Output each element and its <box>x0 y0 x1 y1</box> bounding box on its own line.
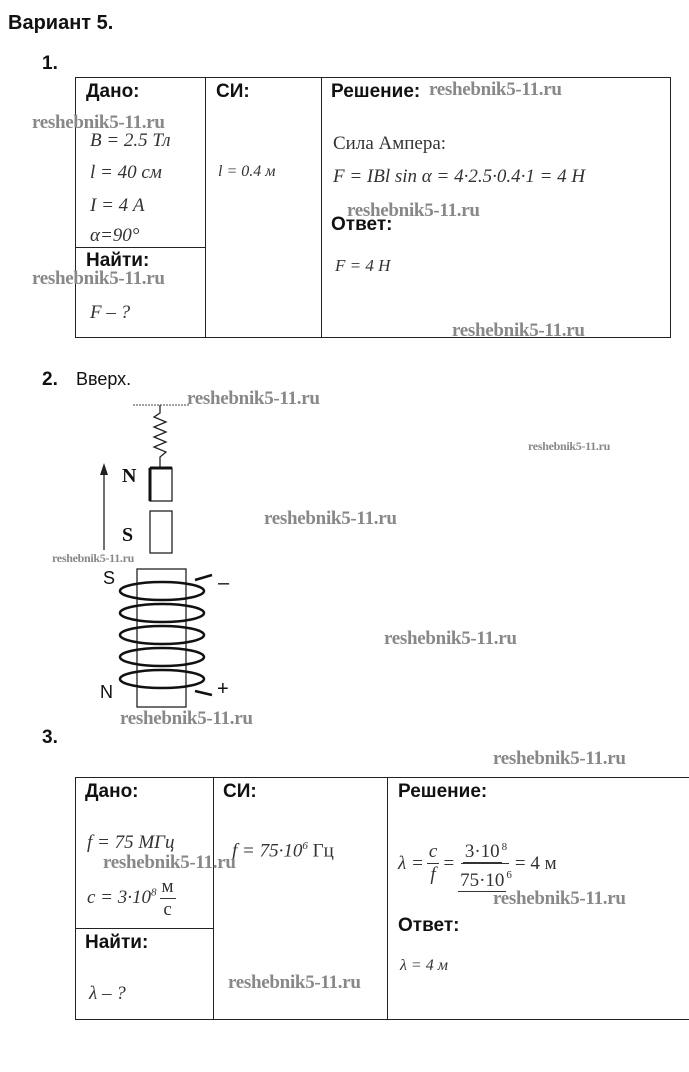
find-header: Найти: <box>85 932 149 953</box>
si-header: СИ: <box>216 81 250 102</box>
watermark: reshebnik5-11.ru <box>429 79 562 100</box>
answer-header: Ответ: <box>331 214 393 235</box>
answer-value: F = 4 Н <box>335 256 391 275</box>
find-value: λ – ? <box>89 983 126 1004</box>
solution-header: Решение: <box>331 81 421 102</box>
magnet-s-label: S <box>122 524 134 546</box>
si-unit: Гц <box>307 840 334 862</box>
magnet-south <box>149 510 173 554</box>
coil-windings <box>118 573 213 697</box>
numerator-base: 3·10 <box>462 841 502 864</box>
variant-title: Вариант 5. <box>8 12 114 34</box>
task-number: 3. <box>42 727 58 748</box>
exponent: 6 <box>506 869 512 882</box>
given-value: l = 40 см <box>90 162 162 183</box>
exponent: 8 <box>501 841 508 853</box>
answer-header: Ответ: <box>398 915 460 936</box>
si-value: l = 0.4 м <box>218 163 276 180</box>
watermark: reshebnik5-11.ru <box>228 972 361 993</box>
denominator-base: 75·10 <box>458 869 507 892</box>
watermark: reshebnik5-11.ru <box>493 888 626 909</box>
answer-text: Вверх. <box>76 369 132 389</box>
exponent: 6 <box>302 840 308 852</box>
unit-numerator: м <box>159 876 176 899</box>
si-value: f = 75·106 Гц <box>232 840 334 862</box>
formula-result: = 4 м <box>514 852 557 874</box>
magnet-north <box>149 467 173 502</box>
plus-terminal: + <box>217 678 229 700</box>
task-number: 1. <box>42 53 58 74</box>
task1-table <box>75 77 671 338</box>
spring-icon <box>152 405 168 467</box>
watermark: reshebnik5-11.ru <box>493 748 626 769</box>
watermark: reshebnik5-11.ru <box>384 628 517 649</box>
answer-value: λ = 4 м <box>400 957 448 974</box>
unit-denominator: с <box>163 899 172 920</box>
solution-formula: F = IBl sin α = 4·2.5·0.4·1 = 4 Н <box>333 166 586 187</box>
given-value: α=90° <box>90 225 140 246</box>
equals: = <box>442 852 456 874</box>
minus-terminal: – <box>218 572 230 594</box>
task3-table <box>75 777 689 1020</box>
watermark: reshebnik5-11.ru <box>528 439 610 453</box>
watermark: reshebnik5-11.ru <box>52 551 134 565</box>
watermark: reshebnik5-11.ru <box>120 708 253 729</box>
watermark: reshebnik5-11.ru <box>32 268 165 289</box>
exponent: 8 <box>151 886 157 899</box>
task-number: 2. <box>42 369 58 390</box>
solution-header: Решение: <box>398 781 488 802</box>
find-value: F – ? <box>90 302 131 323</box>
given-value: B = 2.5 Тл <box>90 130 171 151</box>
find-header: Найти: <box>86 250 150 271</box>
solution-label: Сила Ампера: <box>333 133 447 154</box>
watermark: reshebnik5-11.ru <box>347 200 480 221</box>
watermark: reshebnik5-11.ru <box>103 852 236 873</box>
given-header: Дано: <box>85 781 139 802</box>
watermark: reshebnik5-11.ru <box>32 112 165 133</box>
formula-lhs: λ = <box>398 852 424 874</box>
magnet-n-label: N <box>122 465 137 487</box>
si-base: f = 75·10 <box>232 840 303 862</box>
watermark: reshebnik5-11.ru <box>264 508 397 529</box>
speed-value: c = 3·10 <box>87 886 152 908</box>
coil-core <box>136 568 187 708</box>
fraction-denominator: f <box>430 864 436 886</box>
given-frequency: f = 75 МГц <box>87 832 175 853</box>
coil-s-label: S <box>103 568 116 588</box>
magnet-coil-diagram <box>100 404 213 708</box>
given-value: I = 4 А <box>90 195 145 216</box>
coil-n-label: N <box>100 682 113 702</box>
watermark: reshebnik5-11.ru <box>187 388 320 409</box>
si-header: СИ: <box>223 781 257 802</box>
fraction-numerator: c <box>426 841 440 865</box>
watermark: reshebnik5-11.ru <box>452 320 585 341</box>
given-header: Дано: <box>86 81 140 102</box>
